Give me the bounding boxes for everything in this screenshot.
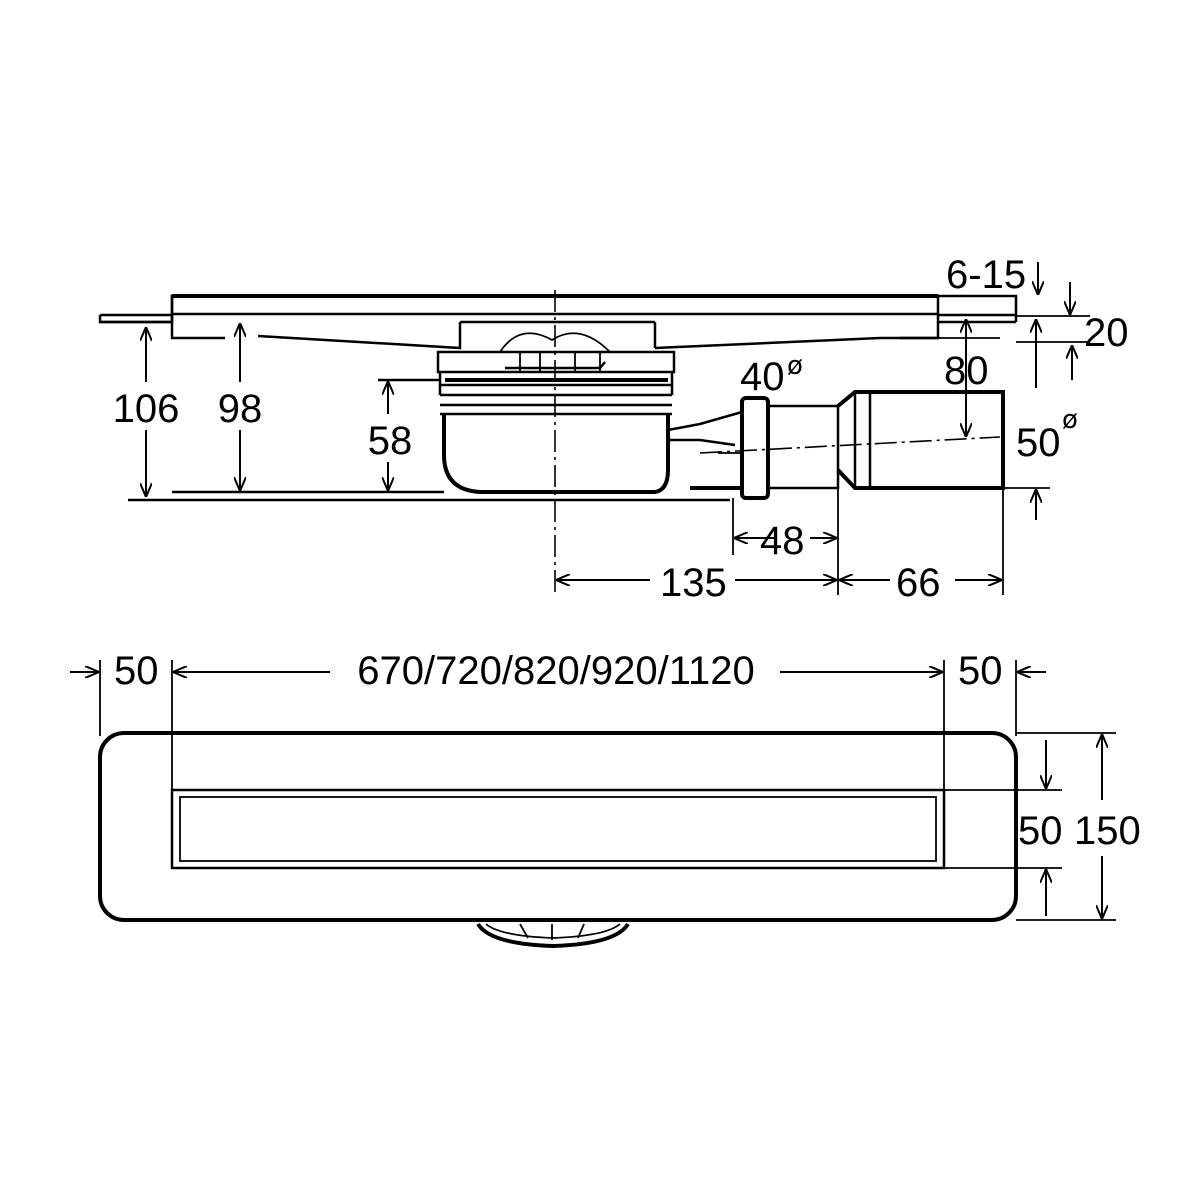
diameter-symbol-50: ø: [1062, 405, 1078, 435]
dim-6-15-label: 6-15: [946, 253, 1026, 297]
dimension-106: 106: [112, 328, 184, 496]
side-view: 106 98 58 6-15 20: [98, 253, 1129, 605]
dim-135-label: 135: [660, 561, 727, 605]
dimension-40-dia: 40 ø: [740, 351, 803, 399]
dimension-channel-50: 50: [944, 740, 1063, 916]
dim-20-label: 20: [1084, 311, 1129, 355]
cover-plate: [98, 294, 1018, 324]
top-view: 50 670/720/820/920/1120 50 50 150: [70, 649, 1141, 949]
dim-106-label: 106: [113, 387, 180, 431]
dimension-135: 135: [557, 561, 836, 605]
diameter-symbol-40: ø: [787, 351, 803, 381]
trap-outline: [476, 922, 630, 949]
dimension-98: 98: [212, 324, 268, 490]
dimension-80: 80: [938, 320, 1000, 436]
outlet-pipe: [667, 390, 1005, 500]
dim-98-label: 98: [218, 387, 263, 431]
drain-grate: [170, 788, 946, 870]
trap-body: [436, 332, 676, 494]
dim-40-label: 40: [740, 355, 785, 399]
dim-width-150-label: 150: [1074, 809, 1141, 853]
dim-58-label: 58: [368, 419, 413, 463]
dim-lengths-label: 670/720/820/920/1120: [357, 649, 754, 693]
outlet-centerline: [699, 436, 1001, 454]
dim-66-label: 66: [896, 561, 941, 605]
dim-channel-50-label: 50: [1018, 809, 1063, 853]
dimension-lengths: 670/720/820/920/1120: [174, 649, 942, 693]
dimension-width-150: 150: [1016, 732, 1141, 921]
dimension-top-right-50: 50: [958, 649, 1046, 693]
dimension-6-15: 6-15 20: [946, 253, 1129, 388]
dim-left-50-label: 50: [114, 649, 159, 693]
dim-right-50-label: 50: [958, 649, 1003, 693]
dimension-66: 66: [840, 488, 1004, 605]
dimension-58: 58: [362, 378, 440, 490]
dim-48-label: 48: [760, 519, 805, 563]
dim-80-label: 80: [944, 349, 989, 393]
dimension-48: 48: [732, 488, 839, 595]
dimension-50-dia: 50 ø: [1003, 405, 1078, 520]
dimension-top-left-50: 50: [70, 649, 159, 693]
drain-plate: [98, 731, 1018, 922]
dim-50-dia-label: 50: [1016, 421, 1061, 465]
